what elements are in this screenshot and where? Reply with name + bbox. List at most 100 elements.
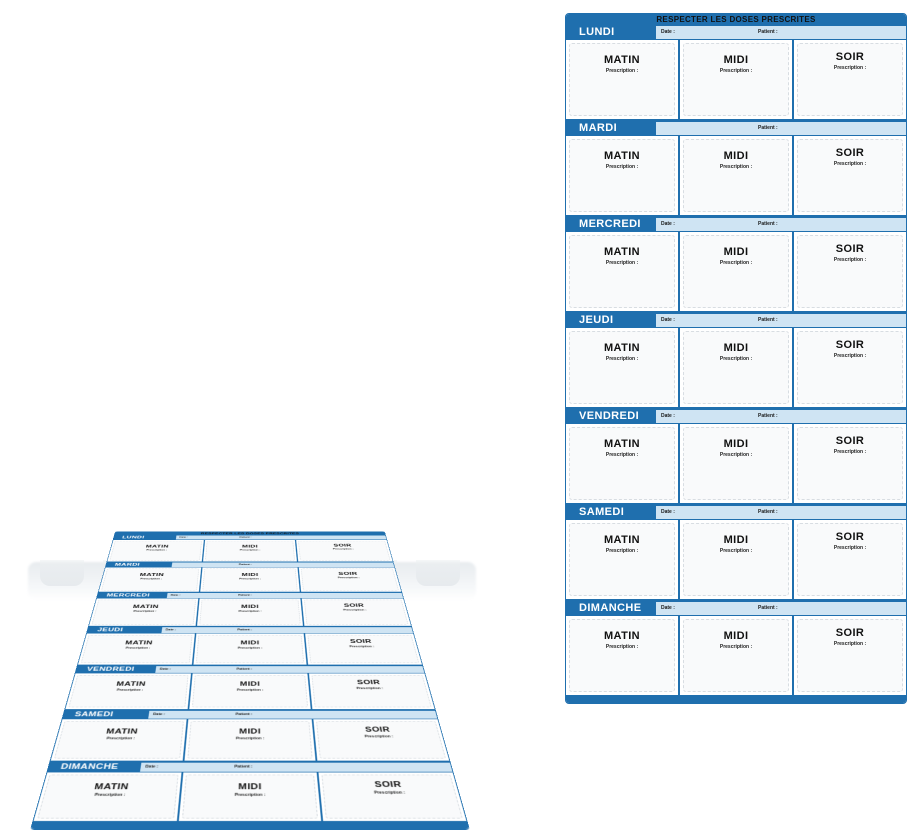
prescription-label: Prescription : [794, 257, 906, 263]
day-name: DIMANCHE [566, 601, 656, 616]
day-header: LUNDIDate :Patient : [566, 25, 906, 40]
prescription-label: Prescription : [181, 793, 320, 798]
slot-row: MATINPrescription :MIDIPrescription :SOI… [566, 328, 906, 409]
prescription-label: Prescription : [321, 791, 460, 796]
prescription-label: Prescription : [566, 260, 678, 266]
day-info-bar: Date :Patient : [656, 505, 906, 520]
date-label: Date : [153, 713, 165, 717]
patient-label: Patient : [758, 29, 778, 35]
prescription-label: Prescription : [680, 548, 792, 554]
slot-title: MIDI [680, 54, 792, 66]
slot-title: MIDI [204, 544, 296, 548]
prescription-label: Prescription : [311, 687, 430, 690]
prescription-label: Prescription : [566, 164, 678, 170]
slot-title: MIDI [680, 246, 792, 258]
day-name: SAMEDI [566, 505, 656, 520]
slot-soir: SOIRPrescription : [305, 634, 422, 665]
slot-midi: MIDI Prescription : [680, 424, 794, 503]
slot-matin: MATINPrescription : [566, 232, 680, 311]
tray-card-footer [31, 821, 469, 829]
prescription-label: Prescription : [680, 356, 792, 362]
date-label: Date : [179, 536, 188, 538]
prescription-label: Prescription : [680, 452, 792, 458]
slot-title: MATIN [72, 681, 191, 688]
prescription-label: Prescription : [56, 737, 184, 741]
slot-title: SOIR [302, 603, 405, 608]
slot-row: MATINPrescription :MIDIPrescription :SOI… [65, 673, 435, 710]
day-header: SAMEDIDate :Patient : [62, 710, 437, 719]
day-header: DIMANCHEDate :Patient : [566, 601, 906, 616]
slot-midi: MIDIPrescription : [203, 540, 299, 562]
patient-label: Patient : [758, 221, 778, 227]
slot-soir: SOIRPrescription : [794, 520, 906, 599]
day-info-bar: Date :Patient : [656, 409, 906, 424]
day-section-mardi: MARDIPatient :MATINPrescription :MIDIPre… [98, 562, 401, 592]
slot-soir: SOIRPrescription : [794, 136, 906, 215]
slot-title: MATIN [566, 534, 678, 546]
prescription-label: Prescription : [198, 610, 302, 613]
slot-matin: MATINPrescription : [99, 568, 203, 592]
slot-soir: SOIRPrescription : [794, 232, 906, 311]
slot-title: SOIR [794, 627, 906, 639]
prescription-label: Prescription : [300, 577, 398, 579]
slot-row: MATINPrescription :MIDIPrescription :SOI… [89, 599, 412, 627]
slot-midi: MIDIPrescription : [197, 599, 305, 626]
day-info-bar: Date : Patient : [656, 217, 906, 232]
patient-label: Patient : [758, 509, 778, 515]
patient-label: Patient : [758, 317, 778, 323]
date-label: Date : [165, 629, 176, 632]
slot-row: MATINPrescription :MIDIPrescription :SOI… [50, 719, 449, 762]
slot-row: MATINPrescription :MIDIPrescription :SOI… [98, 568, 401, 593]
slot-title: MATIN [58, 728, 186, 736]
day-info-bar: Date :Patient : [155, 666, 424, 674]
prescription-label: Prescription : [566, 644, 678, 650]
slot-title: MIDI [680, 438, 792, 450]
slot-midi: MIDIPrescription : [193, 634, 308, 665]
patient-label: Patient : [758, 125, 778, 131]
day-info-bar: Date : Patient : [161, 627, 413, 634]
day-section-jeudi: JEUDIDate :Patient :MATINPrescription :M… [78, 627, 423, 666]
day-section-mercredi: MERCREDIDate :Patient :MATINPrescription… [566, 217, 906, 313]
slot-title: MIDI [181, 783, 318, 792]
slot-title: SOIR [320, 780, 458, 789]
patient-label: Patient : [237, 629, 252, 632]
prescription-label: Prescription : [40, 793, 179, 798]
slot-row: MATINPrescription :MIDIPrescription :SOI… [566, 616, 906, 695]
day-header: JEUDIDate :Patient : [566, 313, 906, 328]
label-card-footer [566, 695, 906, 703]
prescription-label: Prescription : [204, 549, 296, 551]
prescription-label: Prescription : [201, 578, 299, 580]
slot-soir: SOIRPrescription : [794, 328, 906, 407]
slot-row: MATINPrescription :MIDIPrescription :SOI… [566, 40, 906, 121]
slot-matin: MATINPrescription : [34, 772, 184, 821]
prescription-label: Prescription : [794, 65, 906, 71]
day-section-lundi: LUNDIDate :Patient :MATINPrescription :M… [566, 25, 906, 121]
slot-title: MATIN [83, 640, 194, 646]
slot-midi: MIDIPrescription : [680, 136, 794, 215]
prescription-label: Prescription : [195, 647, 306, 650]
prescription-label: Prescription : [680, 164, 792, 170]
slot-midi: MIDIPrescription : [680, 40, 794, 119]
slot-matin: MATINPrescription : [89, 599, 199, 626]
day-section-dimanche: DIMANCHEDate :Patient :MATINPrescription… [34, 762, 467, 821]
slot-title: MATIN [566, 630, 678, 642]
slot-title: MIDI [680, 630, 792, 642]
slot-matin: MATINPrescription : [65, 673, 192, 709]
slot-row: MATINPrescription :MIDIPrescription :SOI… [107, 540, 393, 562]
day-header: MERCREDIDate :Patient : [566, 217, 906, 232]
product-photo: RESPECTER LES DOSES PRESCRITES LUNDIDate… [0, 0, 500, 720]
patient-label: Patient : [239, 536, 251, 538]
prescription-label: Prescription : [794, 161, 906, 167]
slot-title: SOIR [794, 435, 906, 447]
slot-soir: SOIRPrescription : [296, 540, 392, 562]
date-label: Date : [661, 29, 675, 35]
slot-matin: MATINPrescription : [566, 136, 680, 215]
prescription-label: Prescription : [93, 610, 197, 613]
slot-title: MATIN [42, 783, 180, 792]
slot-title: SOIR [310, 679, 428, 686]
date-label: Date : [661, 221, 675, 227]
slot-title: SOIR [306, 639, 416, 645]
slot-title: MATIN [111, 544, 203, 548]
slot-soir: SOIRPrescription : [794, 424, 906, 503]
label-days: LUNDIDate :Patient :MATINPrescription :M… [566, 25, 906, 695]
